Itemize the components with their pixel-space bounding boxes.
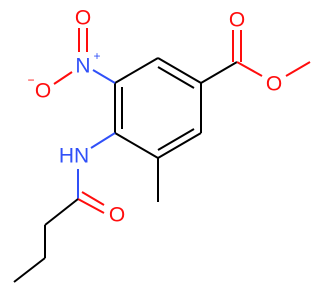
nitro-oxygen-top: O — [75, 7, 91, 30]
ring-double-bond-inner-1 — [157, 66, 195, 89]
ester-c-ring-bond — [200, 61, 238, 84]
amide-n-ring-bond — [90, 132, 116, 149]
nitro-nitrogen-plus-charge: + — [93, 49, 100, 63]
nitro-n-o-single-bond — [53, 71, 73, 85]
butanamide-group: HN O — [13, 132, 125, 283]
ester-methoxy-oxygen: O — [266, 73, 282, 96]
propyl-bond-1 — [44, 198, 79, 226]
propyl-bond-3 — [13, 257, 46, 283]
nitro-oxygen-minus-charge: − — [27, 73, 34, 87]
ring-bond-c6-c1 — [114, 57, 159, 84]
ring-double-bond-inner-2 — [157, 128, 195, 151]
nitro-oxygen-left: O — [35, 80, 51, 103]
ring-bond-c4-c5 — [114, 132, 159, 159]
amide-carbonyl-oxygen: O — [109, 204, 125, 227]
nitro-n-ring-bond — [92, 69, 116, 84]
ester-carbonyl-oxygen: O — [229, 9, 245, 32]
ester-o-methyl-bond — [285, 61, 311, 77]
ester-c-o-bond — [236, 61, 263, 77]
amide-carbonyl-double-bond-a — [77, 198, 105, 214]
methyl-ester-group: O O — [200, 9, 311, 96]
ring-bond-c3-c4 — [157, 132, 202, 159]
benzene-ring — [114, 57, 202, 159]
ring-bond-c1-c2 — [157, 57, 202, 84]
nitro-group: N + O O − — [27, 7, 116, 103]
amide-nh: HN — [59, 145, 89, 168]
nitro-nitrogen: N — [75, 55, 90, 78]
amide-carbonyl-double-bond-b — [81, 191, 105, 206]
